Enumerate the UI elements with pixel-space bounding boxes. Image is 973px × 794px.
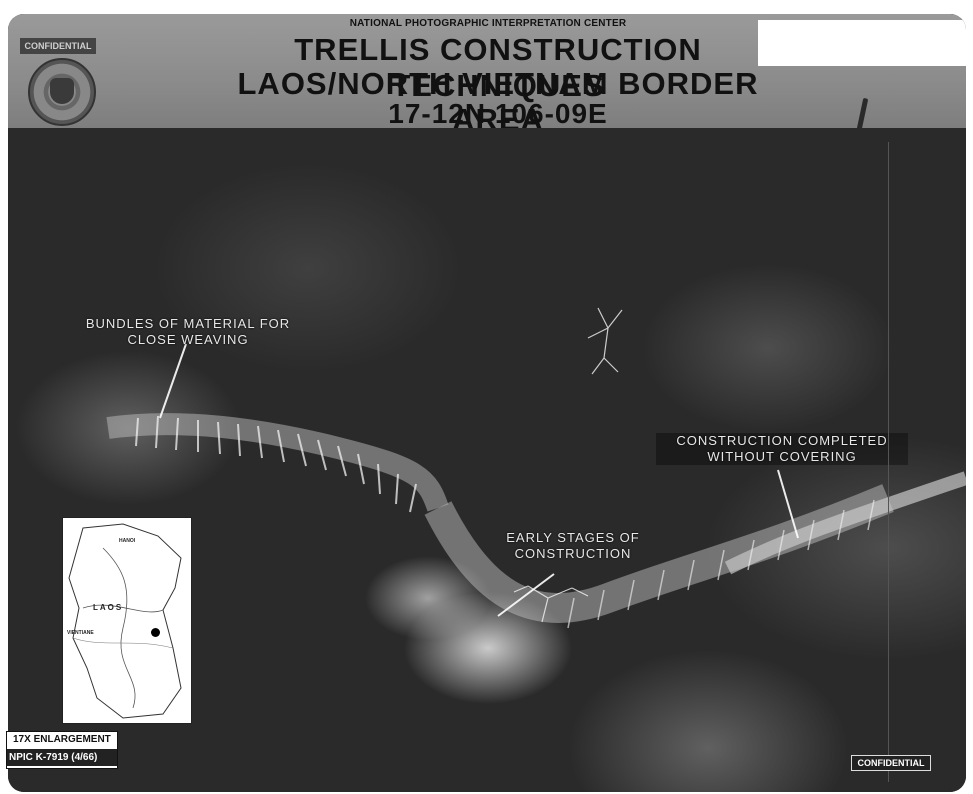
npic-reference: NPIC K-7919 (4/66) bbox=[7, 749, 117, 766]
enlargement-factor: 17X ENLARGEMENT bbox=[13, 734, 111, 745]
coordinates: 17-12N 106-09E bbox=[388, 98, 608, 129]
film-edge-line bbox=[888, 142, 889, 782]
annotation-bundles: BUNDLES OF MATERIAL FOR CLOSE WEAVING bbox=[85, 316, 291, 347]
title-line-2: LAOS/NORTH VIETNAM BORDER AREA bbox=[237, 66, 759, 137]
pen-mark bbox=[856, 97, 869, 131]
header-banner: CONFIDENTIAL NATIONAL PHOTOGRAPHIC INTER… bbox=[8, 14, 966, 137]
inset-map: HANOI LAOS VIENTIANE bbox=[62, 517, 192, 724]
map-label-vientiane: VIENTIANE bbox=[67, 630, 94, 636]
agency-name: NATIONAL PHOTOGRAPHIC INTERPRETATION CEN… bbox=[349, 18, 627, 29]
enlargement-caption: 17X ENLARGEMENT NPIC K-7919 (4/66) bbox=[6, 731, 118, 769]
title-line-1: TRELLIS CONSTRUCTION TECHNIQUES bbox=[294, 32, 702, 103]
map-outline bbox=[68, 523, 182, 719]
trellis-structure bbox=[106, 307, 966, 629]
agency-seal-icon bbox=[28, 58, 96, 126]
classification-stamp-bottom: CONFIDENTIAL bbox=[851, 755, 931, 771]
annotation-early-stages: EARLY STAGES OF CONSTRUCTION bbox=[506, 530, 640, 561]
annotation-completed: CONSTRUCTION COMPLETED WITHOUT COVERING bbox=[656, 433, 908, 465]
classification-stamp-top: CONFIDENTIAL bbox=[20, 38, 96, 54]
location-dot-icon bbox=[151, 628, 160, 637]
map-label-laos: LAOS bbox=[93, 603, 124, 612]
redaction-block bbox=[758, 20, 966, 66]
map-label-hanoi: HANOI bbox=[119, 538, 136, 544]
